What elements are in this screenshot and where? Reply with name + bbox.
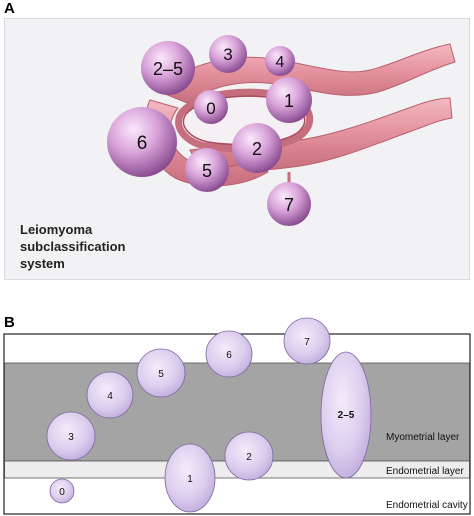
fibroid-a-3: 3	[209, 35, 247, 73]
fibroid-a-5-label: 5	[202, 161, 212, 181]
fibroid-b-1: 1	[164, 443, 216, 513]
fibroid-a-1-label: 1	[284, 91, 294, 111]
caption-line-3: system	[20, 256, 65, 271]
fibroid-a-6: 6	[107, 107, 177, 177]
panel-a-illustration: 2–5 3 4 0 1 6 2 5	[20, 35, 456, 271]
fibroid-a-0-label: 0	[206, 99, 215, 118]
fibroid-a-2-label: 2	[252, 139, 262, 159]
fibroid-b-4: 4	[86, 371, 134, 419]
caption-line-1: Leiomyoma	[20, 222, 93, 237]
myometrial-layer-label: Myometrial layer	[386, 432, 460, 443]
fibroid-b-3-label: 3	[68, 432, 74, 443]
panel-a-letter: A	[4, 0, 15, 17]
fibroid-b-5-label: 5	[158, 369, 164, 380]
fibroid-a-4-label: 4	[276, 54, 285, 71]
panel-a-caption: Leiomyoma subclassification system	[20, 222, 126, 271]
endometrial-layer-label: Endometrial layer	[386, 466, 464, 477]
fibroid-a-1: 1	[266, 77, 312, 123]
fibroid-b-5: 5	[136, 348, 186, 398]
fibroid-b-0: 0	[49, 478, 75, 504]
fibroid-b-2: 2	[224, 431, 274, 481]
fibroid-a-2-5: 2–5	[141, 41, 195, 95]
fibroid-b-0-label: 0	[59, 487, 65, 498]
fibroid-a-7-label: 7	[284, 195, 294, 215]
fibroid-a-3-label: 3	[223, 45, 232, 64]
fibroid-a-4: 4	[265, 46, 295, 76]
fibroid-b-7-label: 7	[304, 337, 310, 348]
fibroid-b-7: 7	[283, 317, 331, 365]
fibroid-b-2-5: 2–5	[320, 351, 372, 479]
fibroid-a-6-label: 6	[137, 133, 148, 154]
fibroid-a-5: 5	[185, 148, 229, 192]
fibroid-a-0: 0	[194, 90, 228, 124]
caption-line-2: subclassification	[20, 239, 126, 254]
fibroid-a-2: 2	[232, 123, 282, 173]
panel-b-letter: B	[4, 314, 15, 331]
fibroid-b-1-label: 1	[187, 474, 193, 485]
fibroid-a-2-5-label: 2–5	[153, 59, 183, 79]
fibroid-b-4-label: 4	[107, 391, 113, 402]
fibroid-b-6-label: 6	[226, 350, 232, 361]
fibroid-b-6: 6	[205, 330, 253, 378]
fibroid-a-7: 7	[267, 172, 311, 226]
fibroid-b-3: 3	[46, 411, 96, 461]
fibroid-b-2-5-label: 2–5	[338, 410, 355, 421]
fibroid-b-2-label: 2	[246, 452, 252, 463]
endometrial-cavity-label: Endometrial cavity	[386, 500, 468, 511]
